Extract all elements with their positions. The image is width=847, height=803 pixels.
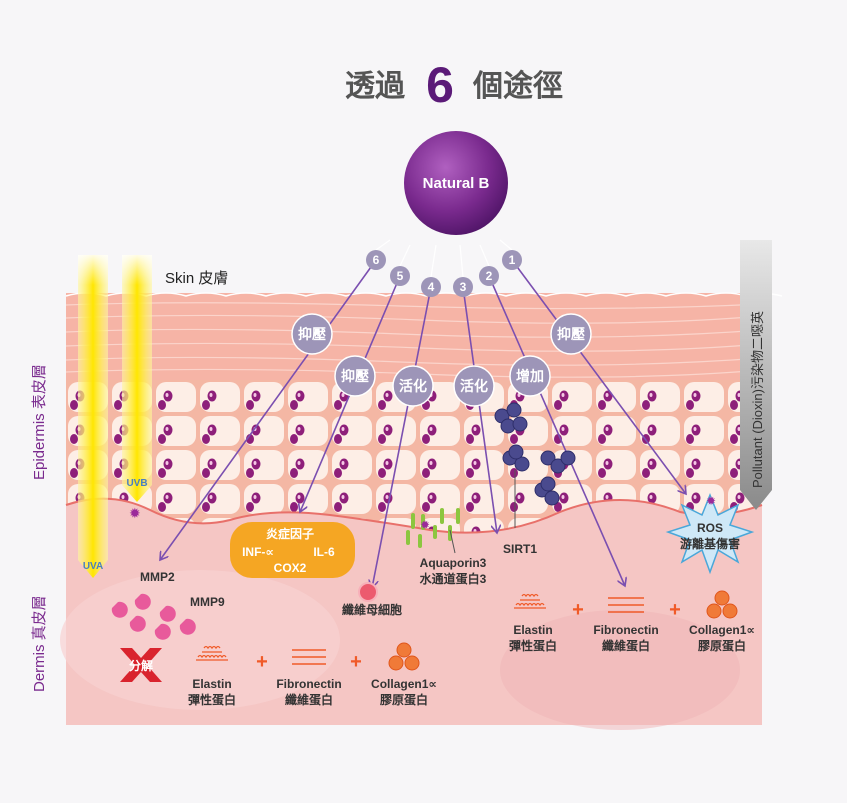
pathway-numbers-4-text: 5 [397,269,404,283]
targets-ros-zh-text: 游離基傷害 [680,536,740,551]
proteins-plus-text: + [669,599,681,621]
aquaporin-label-zh: 水通道蛋白3 [420,571,487,586]
collagen-icon [388,642,420,671]
action-3: 活化 [453,365,495,407]
action-2: 增加 [509,355,551,397]
uva-label: UVA [83,561,103,572]
actions-a2-text: 增加 [516,368,544,384]
fibronectin-icon [292,649,326,665]
badge-2: 2 [479,266,499,286]
action-1: 抑壓 [550,313,592,355]
proteins-elastin-en-text: Elastin [513,623,552,637]
elastin-icon [196,645,228,661]
inflammation-factors: 炎症因子 INF-∝ IL-6 COX2 [230,522,355,578]
targets-cox2-text: COX2 [274,561,307,575]
badge-5: 5 [390,266,410,286]
targets-breakdown-text: 分解 [129,658,153,673]
skin-label: Skin 皮膚 [165,270,228,287]
basement-membrane [65,497,763,534]
sirt1-molecules [494,402,576,506]
mmp9-label: MMP9 [190,595,225,609]
actions-a6-text: 抑壓 [298,326,326,342]
mmp-enzymes [111,593,196,640]
title-prefix: 透過 [345,70,406,103]
pathway-number-badges: 6 5 4 3 2 1 [366,250,522,297]
proteins-fibronectin-en-text: Fibronectin [593,623,658,637]
uva-ray: UVA [78,255,108,578]
targets-ros-en-text: ROS [697,521,723,535]
pathway-numbers-1-text: 2 [486,269,493,283]
dermis-label: Dermis 真皮層 [30,595,48,692]
damage-spark-icon: ✹ [129,505,141,521]
actions-a4-text: 活化 [399,378,427,394]
proteins-elastin-zh-text: 彈性蛋白 [509,638,557,653]
mmp2-label: MMP2 [140,570,175,584]
proteins-fibronectin-zh-text: 纖維蛋白 [602,638,650,653]
action-4: 活化 [392,365,434,407]
epidermis-label: Epidermis 表皮層 [31,364,48,480]
sirt1-label: SIRT1 [503,542,537,556]
badge-1: 1 [502,250,522,270]
pathway-arrows [160,259,686,588]
aquaporin-spark-icon: ✹ [420,518,430,532]
actions-a3-text: 活化 [460,378,488,394]
fibroblast-cell [358,582,378,602]
proteins-collagen-zh-text: 膠原蛋白 [380,692,428,707]
badge-4: 4 [421,277,441,297]
protein-group-left: Elastin 彈性蛋白 + Fibronectin 纖維蛋白 + Collag… [188,642,437,707]
page-title: 透過 6 個途徑 [345,57,563,113]
fibronectin-icon [608,597,644,613]
targets-il6-text: IL-6 [313,545,335,559]
ros-spark-icon: ✹ [706,494,716,508]
proteins-fibronectin-zh-text: 纖維蛋白 [285,692,333,707]
proteins-fibronectin-en-text: Fibronectin [276,677,341,691]
actions-a5-text: 抑壓 [341,368,369,384]
pollutant-arrow: Pollutant (Dioxin)污染物二噁英 [740,240,772,510]
arrow-6-mmp2 [160,259,377,560]
proteins-plus-text: + [350,651,362,673]
uvb-ray: UVB [122,255,152,502]
targets-inflam-title-text: 炎症因子 [266,526,314,541]
fibroblast-label: 纖維母細胞 [342,602,402,617]
pathway-numbers-0-text: 1 [509,253,516,267]
aquaporin-label-en: Aquaporin3 [420,556,487,570]
pollutant-label: Pollutant (Dioxin)污染物二噁英 [750,311,765,488]
natural-b-label: Natural B [423,175,490,192]
badge-3: 3 [453,277,473,297]
proteins-collagen-en-text: Collagen1∝ [371,677,437,691]
proteins-plus-text: + [572,599,584,621]
natural-b-ball: Natural B [404,131,508,235]
proteins-elastin-en-text: Elastin [192,677,231,691]
action-6: 抑壓 [291,313,333,355]
arrow-3-sirt1 [462,286,497,533]
pathway-numbers-2-text: 3 [460,280,467,294]
uvb-label: UVB [126,478,147,489]
breakdown-x-icon: 分解 [120,648,162,682]
proteins-elastin-zh-text: 彈性蛋白 [188,692,236,707]
proteins-collagen-zh-text: 膠原蛋白 [698,638,746,653]
title-suffix: 個途徑 [472,69,563,103]
action-5: 抑壓 [334,355,376,397]
actions-a1-text: 抑壓 [557,326,585,342]
protein-group-right: Elastin 彈性蛋白 + Fibronectin 纖維蛋白 + Collag… [509,590,755,653]
collagen-icon [706,590,738,619]
elastin-icon [514,593,546,609]
badge-6: 6 [366,250,386,270]
pathway-numbers-3-text: 4 [428,280,435,294]
aquaporin-channels [406,508,460,548]
action-badges: 抑壓 抑壓 活化 活化 增加 抑壓 [291,313,592,407]
arrow-4-fibroblast [372,286,432,588]
arrow-2-fibronectin [488,275,625,586]
title-number: 6 [426,57,454,113]
pathway-numbers-5-text: 6 [373,253,380,267]
proteins-collagen-en-text: Collagen1∝ [689,623,755,637]
targets-inf-text: INF-∝ [242,545,274,559]
ros-starburst: ROS 游離基傷害 [665,492,755,575]
proteins-plus-text: + [256,651,268,673]
arrow-1-ros [511,259,686,494]
